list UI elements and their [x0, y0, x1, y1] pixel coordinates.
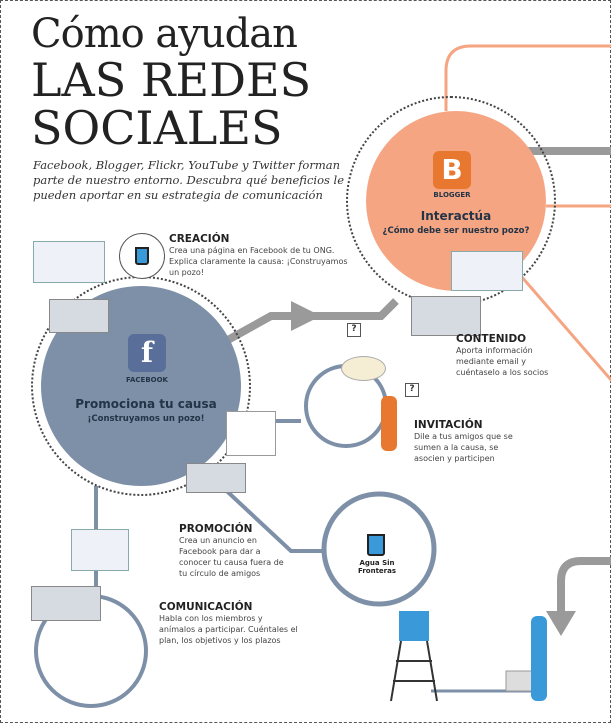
facebook-label: FACEBOOK — [126, 376, 168, 384]
facebook-page-screen-illustration — [33, 241, 105, 283]
step-promocion: PROMOCIÓN Crea un anuncio en Facebook pa… — [179, 523, 284, 579]
subtitle: Facebook, Blogger, Flickr, YouTube y Twi… — [33, 158, 345, 202]
step-creacion: CREACIÓN Crea una página en Facebook de … — [169, 233, 349, 278]
step-text: Crea una página en Facebook de tu ONG. E… — [169, 246, 348, 277]
desk-illustration — [186, 463, 246, 493]
water-glass-icon — [367, 534, 385, 556]
water-glass-icon — [135, 247, 149, 265]
step-title: PROMOCIÓN — [179, 523, 253, 535]
facebook-logo-icon: f — [128, 334, 166, 372]
question-bubble: ? — [405, 383, 419, 397]
step-contenido: CONTENIDO Aporta información mediante em… — [456, 333, 566, 378]
desk-illustration — [49, 299, 109, 333]
step-title: INVITACIÓN — [414, 419, 483, 431]
step-title: CREACIÓN — [169, 233, 230, 245]
title-line-2: LAS REDES — [31, 53, 312, 107]
step-text: Crea un anuncio en Facebook para dar a c… — [179, 536, 284, 578]
facebook-subtitle: ¡Construyamos un pozo! — [87, 414, 205, 424]
desk-illustration — [411, 296, 481, 336]
blog-screen-illustration — [451, 251, 523, 291]
person-illustration — [381, 396, 397, 451]
step-title: CONTENIDO — [456, 333, 527, 345]
step-text: Aporta información mediante email y cuén… — [456, 346, 549, 377]
step-title: COMUNICACIÓN — [159, 601, 253, 613]
title-line-3: SOCIALES — [31, 101, 283, 155]
progress-screen-illustration — [71, 529, 129, 571]
blogger-subtitle: ¿Cómo debe ser nuestro pozo? — [382, 226, 530, 236]
person-illustration — [531, 616, 547, 701]
table-illustration — [341, 356, 386, 381]
step-invitacion: INVITACIÓN Dile a tus amigos que se sume… — [414, 419, 524, 464]
blogger-logo-icon: B — [433, 151, 471, 189]
step-comunicacion: COMUNICACIÓN Habla con los miembros y an… — [159, 601, 299, 646]
ngo-name: Agua Sin Fronteras — [357, 559, 396, 575]
step-text: Habla con los miembros y anímalos a part… — [159, 614, 298, 645]
question-bubble: ? — [347, 323, 361, 337]
title-line-1: Cómo ayudan — [31, 11, 298, 57]
blogger-title: Interactúa — [420, 209, 492, 223]
desk-illustration — [31, 586, 101, 621]
facebook-post-illustration — [226, 411, 276, 456]
step-text: Dile a tus amigos que se sumen a la caus… — [414, 432, 513, 463]
facebook-title: Promociona tu causa — [75, 397, 217, 411]
blogger-label: BLOGGER — [433, 191, 471, 199]
